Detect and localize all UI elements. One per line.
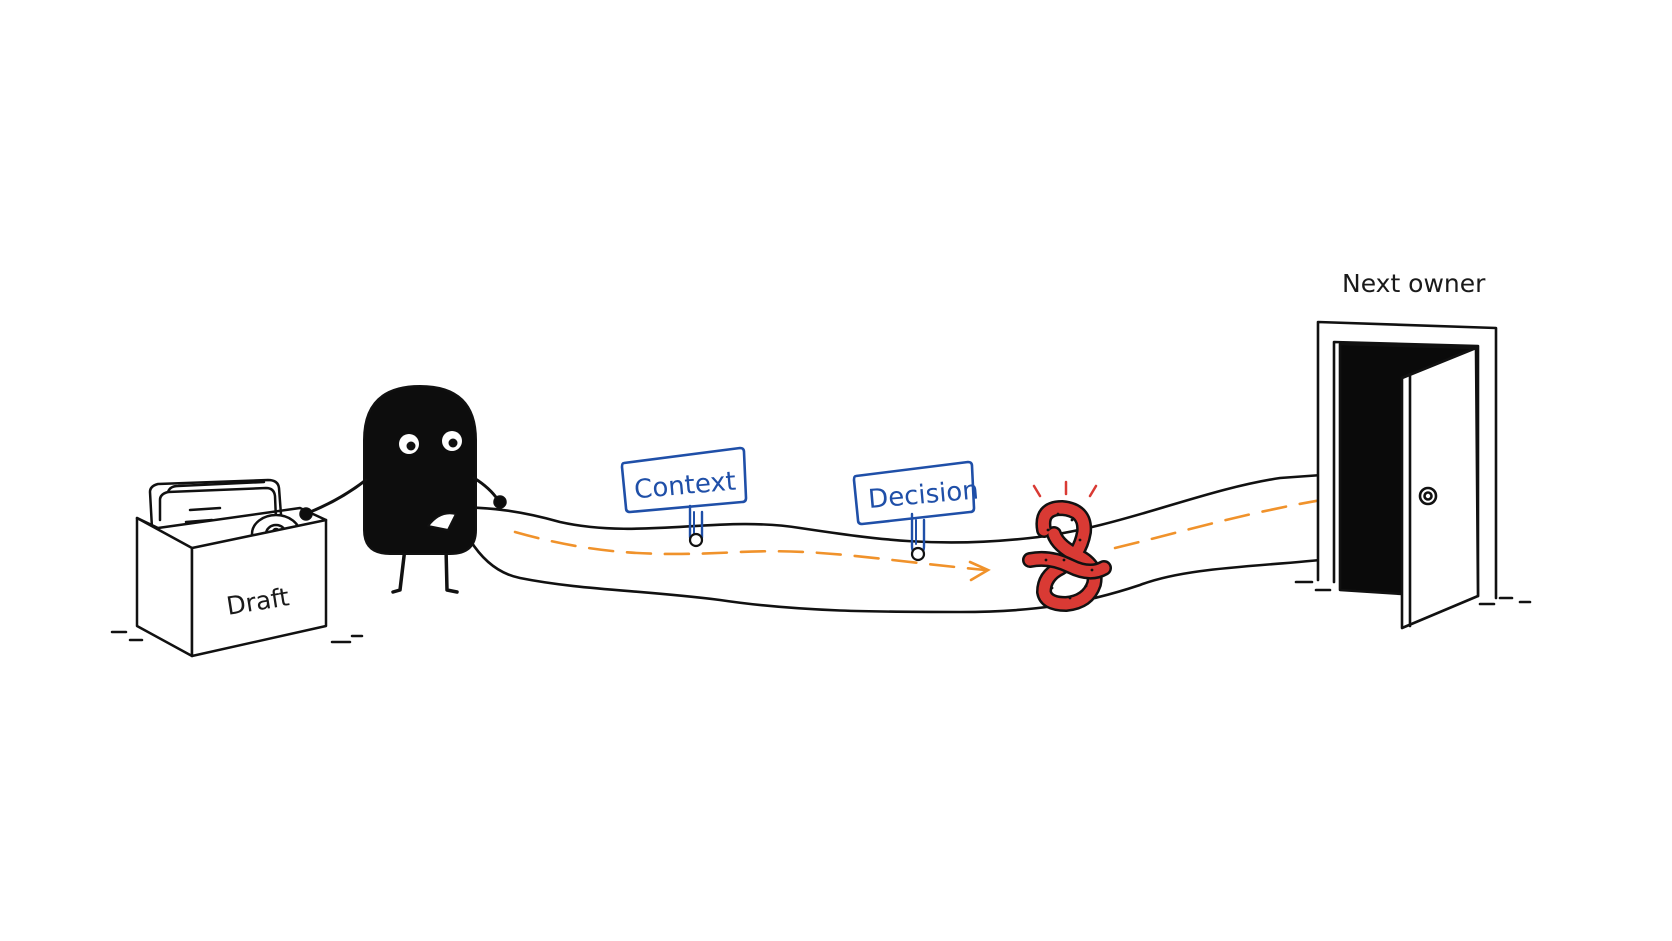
blob-creature-icon [299, 385, 507, 594]
open-door-icon [1294, 320, 1532, 630]
knot-icon [1022, 480, 1112, 612]
next-owner-label: Next owner [1342, 269, 1486, 298]
decision-tag [852, 460, 976, 562]
context-tag [620, 446, 748, 548]
draft-box-icon [110, 478, 364, 658]
